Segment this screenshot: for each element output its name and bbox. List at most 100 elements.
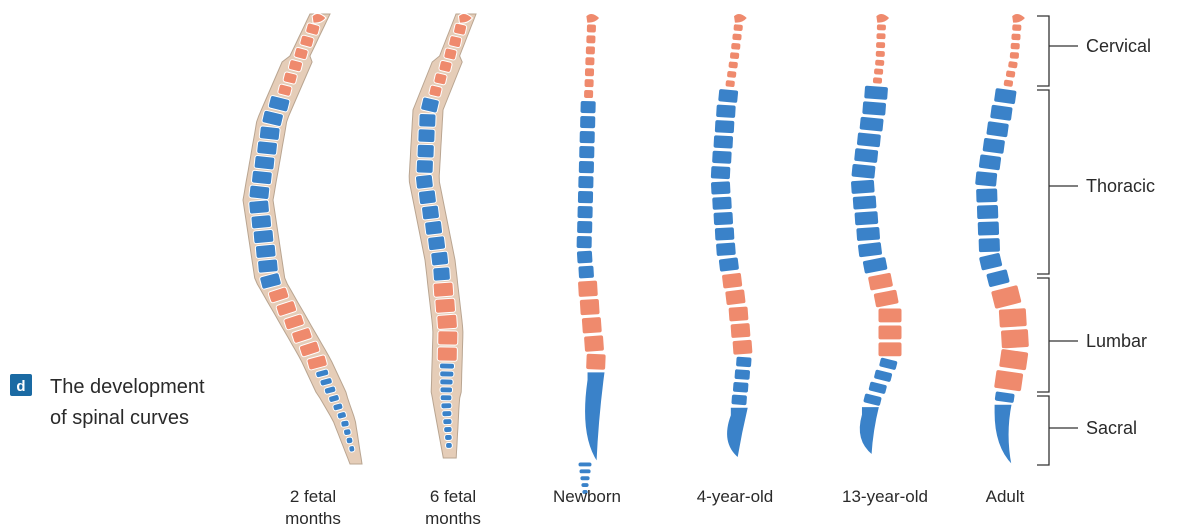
vertebra	[873, 67, 885, 76]
vertebra	[305, 22, 321, 36]
vertebra	[576, 190, 595, 205]
vertebra	[730, 393, 748, 407]
vertebra	[442, 418, 453, 426]
vertebra	[985, 120, 1010, 139]
vertebra	[1011, 23, 1023, 32]
caption-badge-box	[10, 374, 32, 396]
vertebra	[731, 338, 754, 356]
vertebra	[712, 211, 734, 227]
vertebra	[874, 58, 886, 67]
vertebra	[432, 266, 451, 282]
vertebra	[328, 394, 340, 403]
vertebra	[578, 297, 601, 317]
vertebra	[254, 243, 277, 259]
vertebra	[252, 229, 275, 245]
vertebra	[415, 159, 434, 174]
vertebra	[732, 381, 750, 394]
vertebra	[453, 22, 468, 36]
vertebra	[975, 187, 999, 204]
vertebra	[436, 313, 458, 330]
vertebra	[993, 369, 1025, 393]
lumbar-bracket	[1037, 277, 1050, 393]
vertebra	[444, 433, 453, 441]
stage-3-label: Newborn	[553, 487, 621, 506]
vertebra	[420, 96, 440, 114]
vertebra	[443, 426, 453, 434]
vertebra	[438, 59, 453, 73]
vertebra	[1010, 32, 1022, 42]
vertebra	[251, 169, 273, 186]
vertebra	[867, 271, 894, 292]
vertebra	[248, 199, 270, 215]
vertebra	[577, 279, 599, 298]
vertebra	[577, 175, 595, 190]
vertebra	[323, 385, 337, 395]
vertebra	[267, 95, 291, 113]
thoracic-label: Thoracic	[1086, 176, 1155, 196]
vertebra	[733, 368, 751, 381]
spine-fetal2	[242, 12, 363, 465]
vertebra	[721, 271, 744, 290]
vertebra	[319, 377, 333, 387]
vertebra	[729, 51, 741, 60]
vertebra	[445, 441, 453, 449]
cervical-label: Cervical	[1086, 36, 1151, 56]
vertebra	[578, 130, 596, 145]
vertebra	[248, 184, 271, 200]
vertebra	[998, 348, 1030, 372]
vertebra	[283, 313, 305, 331]
vertebra	[259, 272, 282, 290]
vertebra	[336, 411, 347, 420]
vertebra	[581, 489, 589, 495]
vertebra	[726, 69, 738, 79]
vertebra	[434, 297, 456, 314]
vertebra	[853, 147, 880, 164]
vertebra	[713, 226, 736, 242]
vertebra	[576, 220, 594, 235]
vertebra	[448, 35, 463, 49]
vertebra	[874, 49, 886, 58]
atlas-vertebra	[311, 12, 327, 24]
stage-1-label-line1: 2 fetal	[290, 487, 336, 506]
spine-age4	[709, 12, 754, 459]
caption-badge: d	[16, 378, 25, 395]
sacrum	[993, 403, 1013, 467]
vertebra	[851, 194, 878, 211]
vertebra	[715, 103, 737, 119]
vertebra	[575, 249, 594, 265]
vertebra	[978, 252, 1004, 272]
vertebra	[436, 346, 458, 362]
vertebra	[583, 334, 605, 353]
vertebra	[871, 76, 884, 85]
figure-caption: d The development of spinal curves	[10, 374, 205, 429]
vertebra	[724, 288, 747, 306]
vertebra	[414, 173, 434, 190]
vertebra	[853, 210, 880, 227]
vertebra	[875, 41, 887, 50]
vertebra	[583, 78, 595, 89]
vertebra	[253, 155, 276, 171]
vertebra	[443, 47, 458, 61]
vertebra	[993, 390, 1016, 404]
vertebra	[417, 189, 437, 206]
vertebra	[710, 180, 732, 196]
vertebra	[437, 330, 459, 346]
vertebra	[441, 410, 453, 418]
vertebra	[275, 300, 298, 317]
vertebra	[856, 131, 882, 149]
vertebra	[298, 340, 321, 358]
vertebra	[976, 220, 1001, 237]
vertebra	[580, 316, 603, 335]
spine-age13	[850, 12, 903, 456]
sacrum	[584, 371, 606, 464]
vertebra	[424, 220, 444, 236]
vertebra	[438, 362, 456, 370]
vertebra	[711, 149, 733, 165]
vertebra	[439, 386, 454, 394]
atlas-vertebra	[585, 12, 601, 24]
spine-adult	[974, 12, 1030, 467]
vertebra	[579, 475, 591, 482]
thoracic-bracket	[1037, 89, 1050, 275]
vertebra	[862, 392, 883, 407]
